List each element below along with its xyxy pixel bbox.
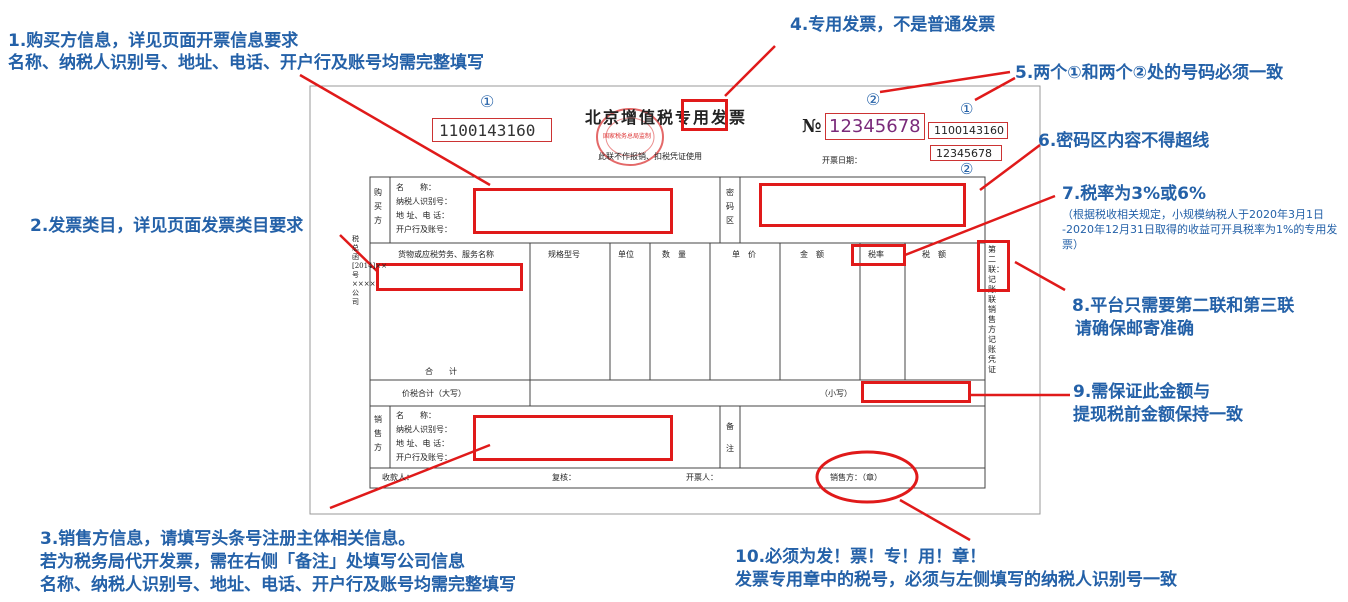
buyer-field-name: 名 称： xyxy=(396,183,436,192)
buyer-field-taxid: 纳税人识别号： xyxy=(396,197,452,206)
note-6: 6.密码区内容不得超线 xyxy=(1038,131,1210,151)
buyer-field-bank: 开户行及账号： xyxy=(396,225,452,234)
col-rate: 税率 xyxy=(868,250,884,259)
note-1-line2: 名称、纳税人识别号、地址、电话、开户行及账号均需完整填写 xyxy=(8,53,484,73)
note-4: 4.专用发票，不是普通发票 xyxy=(790,15,996,35)
col-goods: 货物或应税劳务、服务名称 xyxy=(398,250,494,259)
amount-highlight xyxy=(861,381,971,403)
drawer-label: 开票人： xyxy=(686,473,718,482)
note-10-line2: 发票专用章中的税号，必须与左侧填写的纳税人识别号一致 xyxy=(735,570,1177,590)
seller-info-highlight xyxy=(473,415,673,461)
note-3-line1: 3.销售方信息，请填写头条号注册主体相关信息。 xyxy=(40,529,416,549)
invoice-subtitle: 此联不作报销、扣税凭证使用 xyxy=(598,152,702,161)
invoice-code-box: 1100143160 xyxy=(432,118,552,142)
seller-seal-label: 销售方：（章） xyxy=(830,473,882,482)
note-1-line1: 1.购买方信息，详见页面开票信息要求 xyxy=(8,31,299,51)
circle-2-right: ② xyxy=(960,160,974,178)
note-8-line2: 请确保邮寄准确 xyxy=(1075,319,1194,339)
buyer-label: 购买方 xyxy=(374,188,382,225)
seller-field-name: 名 称： xyxy=(396,411,436,420)
password-area-highlight xyxy=(759,183,966,227)
invoice-code: 1100143160 xyxy=(439,121,536,140)
circle-1-right: ① xyxy=(960,100,974,118)
invoice-number: 12345678 xyxy=(829,116,921,137)
invoice-number-box: 12345678 xyxy=(825,113,925,140)
remark-label: 备注 xyxy=(726,422,734,453)
note-3-line3: 名称、纳税人识别号、地址、电话、开户行及账号均需完整填写 xyxy=(40,575,516,595)
small-amount-label: （小写） xyxy=(820,389,852,398)
copy-number-highlight xyxy=(977,240,1010,292)
total-label: 合 计 xyxy=(425,367,457,376)
seller-field-bank: 开户行及账号： xyxy=(396,453,452,462)
reviewer-label: 复核： xyxy=(552,473,576,482)
issue-date-label: 开票日期： xyxy=(822,156,862,165)
circle-1-left: ① xyxy=(480,92,495,111)
col-price: 单 价 xyxy=(732,250,756,259)
note-7-detail: （根据税收相关规定，小规模纳税人于2020年3月1日 -2020年12月31日取… xyxy=(1062,208,1338,251)
seller-label: 销售方 xyxy=(374,415,382,452)
stamp-text: 国家税务总局监制 xyxy=(603,133,652,140)
note-9-line2: 提现税前金额保持一致 xyxy=(1073,405,1243,425)
buyer-field-addr: 地 址、电 话： xyxy=(396,211,450,220)
side-code-box: 1100143160 xyxy=(928,122,1008,139)
seller-field-addr: 地 址、电 话： xyxy=(396,439,450,448)
seller-field-taxid: 纳税人识别号： xyxy=(396,425,452,434)
col-unit: 单位 xyxy=(618,250,634,259)
side-number-box: 12345678 xyxy=(930,145,1002,161)
goods-name-highlight xyxy=(376,263,523,291)
tax-rate-highlight xyxy=(851,244,906,266)
side-code: 1100143160 xyxy=(934,124,1004,137)
special-invoice-highlight xyxy=(681,99,728,131)
password-label: 密码区 xyxy=(726,188,734,225)
note-9-line1: 9.需保证此金额与 xyxy=(1073,382,1211,402)
note-8-line1: 8.平台只需要第二联和第三联 xyxy=(1072,296,1295,316)
note-10-line1: 10.必须为发！票！专！用！章！ xyxy=(735,547,987,567)
circle-2-left: ② xyxy=(866,90,881,109)
note-5: 5.两个①和两个②处的号码必须一致 xyxy=(1015,63,1284,83)
tax-total-label: 价税合计（大写） xyxy=(402,389,466,398)
col-amount: 金 额 xyxy=(800,250,824,259)
col-tax: 税 额 xyxy=(922,250,946,259)
note-7-title: 7.税率为3%或6% xyxy=(1062,184,1207,204)
side-number: 12345678 xyxy=(936,147,992,160)
number-mark: № xyxy=(802,116,822,137)
payee-label: 收款人： xyxy=(382,473,414,482)
note-3-line2: 若为税务局代开发票，需在右侧「备注」处填写公司信息 xyxy=(40,552,465,572)
note-2: 2.发票类目，详见页面发票类目要求 xyxy=(30,216,304,236)
buyer-info-highlight xyxy=(473,188,673,234)
invoice-title: 北京增值税专用发票 xyxy=(585,108,748,127)
col-spec: 规格型号 xyxy=(548,250,580,259)
col-qty: 数 量 xyxy=(662,250,686,259)
left-strip: 税总函[2014]××号××××公司 xyxy=(352,235,387,306)
